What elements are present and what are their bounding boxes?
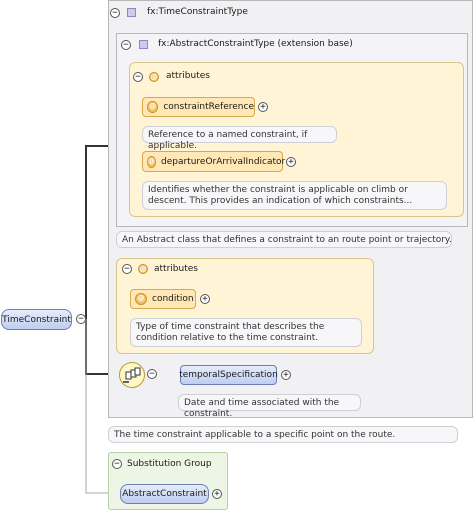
element-temporalspecification[interactable]: temporalSpecification bbox=[179, 365, 278, 385]
temporalspecification-expand-toggle[interactable]: + bbox=[281, 370, 291, 380]
attributes-icon: @ bbox=[138, 264, 148, 274]
substitution-collapse-toggle[interactable]: − bbox=[112, 459, 122, 469]
sequence-collapse-toggle[interactable]: − bbox=[147, 369, 157, 379]
type-collapse-toggle[interactable]: − bbox=[110, 8, 120, 18]
attribute-icon: @ bbox=[135, 293, 147, 305]
base-attributes-header: attributes bbox=[166, 71, 210, 81]
element-abstractconstraint[interactable]: AbstractConstraint bbox=[120, 484, 209, 504]
element-label: temporalSpecification bbox=[179, 370, 278, 380]
attribute-name: constraintReference bbox=[163, 102, 254, 112]
attribute-icon: @ bbox=[147, 155, 156, 168]
connector-root-to-type bbox=[85, 145, 109, 319]
departureorarrival-expand-toggle[interactable]: + bbox=[286, 157, 296, 167]
attribute-name: departureOrArrivalIndicator bbox=[161, 156, 286, 167]
attribute-condition[interactable]: @ condition bbox=[130, 289, 196, 309]
abstractconstraint-expand-toggle[interactable]: + bbox=[212, 489, 222, 499]
constraintreference-expand-toggle[interactable]: + bbox=[258, 102, 268, 112]
base-collapse-toggle[interactable]: − bbox=[121, 40, 131, 50]
substitution-group-header: Substitution Group bbox=[127, 459, 212, 469]
complex-type-icon bbox=[127, 8, 136, 17]
attribute-icon: @ bbox=[147, 101, 159, 113]
own-attributes-collapse-toggle[interactable]: − bbox=[122, 264, 132, 274]
root-collapse-toggle[interactable]: − bbox=[76, 314, 86, 324]
departureorarrival-doc: Identifies whether the constraint is app… bbox=[142, 181, 447, 210]
attribute-name: condition bbox=[152, 294, 194, 304]
type-label: fx:TimeConstraintType bbox=[147, 7, 248, 17]
base-attributes-collapse-toggle[interactable]: − bbox=[133, 72, 143, 82]
type-doc: The time constraint applicable to a spec… bbox=[108, 426, 458, 443]
root-element-label: TimeConstraint bbox=[2, 314, 71, 325]
base-type-icon bbox=[139, 40, 148, 49]
temporalspecification-doc: Date and time associated with the constr… bbox=[178, 394, 361, 419]
own-attributes-header: attributes bbox=[154, 264, 198, 274]
attributes-icon: @ bbox=[149, 72, 159, 82]
base-type-doc: An Abstract class that defines a constra… bbox=[116, 231, 452, 248]
base-label: fx:AbstractConstraintType (extension bas… bbox=[158, 39, 353, 49]
sequence-compositor[interactable] bbox=[119, 362, 145, 388]
sequence-icon bbox=[123, 367, 141, 383]
constraintreference-doc: Reference to a named constraint, if appl… bbox=[142, 126, 337, 151]
attribute-constraintreference[interactable]: @ constraintReference bbox=[142, 97, 255, 117]
root-element-timeconstraint[interactable]: TimeConstraint bbox=[1, 309, 72, 330]
condition-expand-toggle[interactable]: + bbox=[200, 294, 210, 304]
attribute-departureorarrivalindicator[interactable]: @ departureOrArrivalIndicator bbox=[142, 151, 286, 172]
condition-doc: Type of time constraint that describes t… bbox=[130, 318, 362, 347]
substitution-element-label: AbstractConstraint bbox=[122, 489, 207, 499]
